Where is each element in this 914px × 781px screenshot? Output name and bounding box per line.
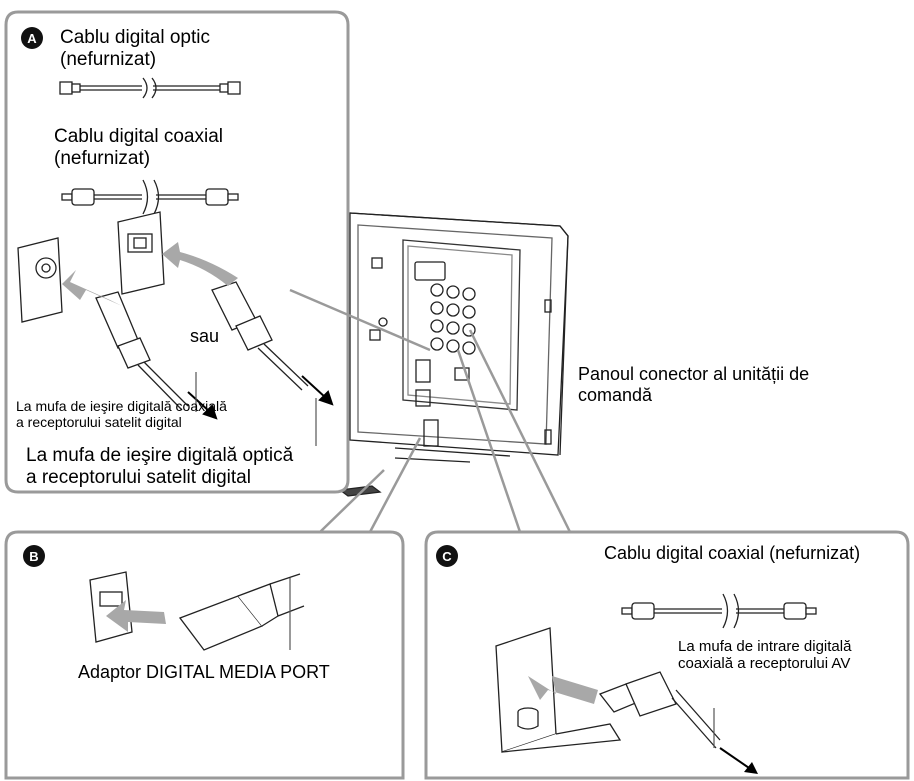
connector-panel-label: Panoul conector al unității de comandă xyxy=(578,364,810,405)
insertion-arrows xyxy=(62,242,238,306)
tv-unit-illustration xyxy=(338,212,569,497)
or-label: sau xyxy=(190,326,220,346)
panel-c-cable-label: Cablu digital coaxial (nefurnizat) xyxy=(604,543,861,563)
receiver-direction-arrows xyxy=(187,372,334,446)
badge-c: C xyxy=(436,545,458,567)
badge-b: B xyxy=(23,545,45,567)
optical-wall-jack xyxy=(117,211,165,295)
coaxial-cable-illustration xyxy=(61,179,239,215)
optical-jack-label: La mufa de ieşire digitală optică a rece… xyxy=(26,445,294,488)
svg-text:B: B xyxy=(29,549,38,564)
coax-jack-label: La mufa de ieşire digitală coaxială a re… xyxy=(16,398,227,431)
av-receiver-jack-illustration xyxy=(495,627,721,753)
panel-c-arrows xyxy=(528,676,758,774)
panel-c-coaxial-cable-illustration xyxy=(621,593,817,629)
optical-cable-label: Cablu digital optic (nefurnizat) xyxy=(60,27,210,70)
optical-cable-illustration xyxy=(59,77,241,99)
svg-text:A: A xyxy=(27,31,37,46)
coax-plug xyxy=(95,291,189,411)
coax-wall-jack xyxy=(17,237,63,323)
svg-text:C: C xyxy=(442,549,452,564)
media-port-adapter-label: Adaptor DIGITAL MEDIA PORT xyxy=(78,662,330,682)
media-port-adapter-illustration xyxy=(89,571,305,651)
coaxial-cable-label: Cablu digital coaxial (nefurnizat) xyxy=(54,126,223,169)
badge-a: A xyxy=(21,27,43,49)
av-jack-label: La mufa de intrare digitală coaxială a r… xyxy=(678,638,852,673)
